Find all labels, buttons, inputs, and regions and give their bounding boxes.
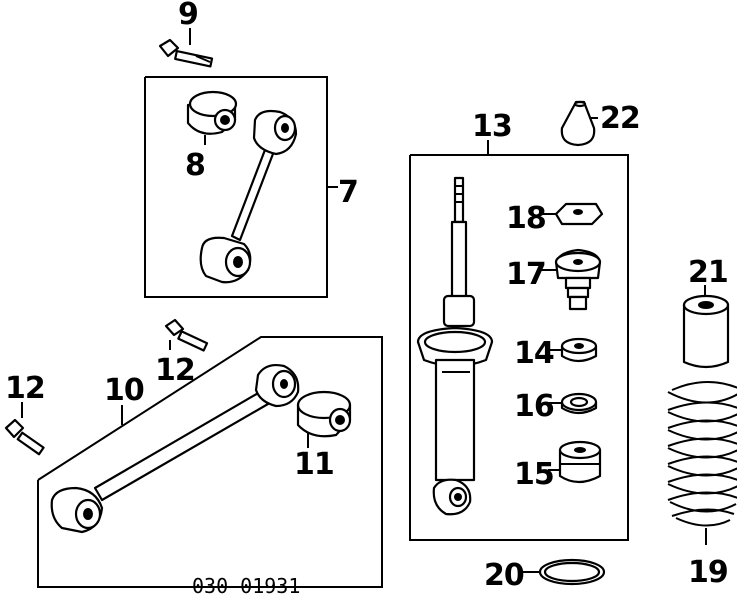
callout-12-left: 12 [5,371,45,406]
callout-11: 11 [294,447,334,482]
callout-21: 21 [688,255,728,290]
callout-12-upper: 12 [155,353,195,388]
callout-18: 18 [506,201,546,236]
callout-20: 20 [484,558,524,593]
part-16-washer [548,392,598,415]
group-7-frame [144,76,338,298]
callout-19: 19 [688,555,728,590]
callout-15: 15 [514,457,554,492]
part-7-upper-link [199,109,298,284]
part-17-bump-stop [540,248,602,311]
callout-14: 14 [514,336,554,371]
callout-10: 10 [104,373,144,408]
group-13-frame [409,140,629,541]
part-22-cap [560,100,598,147]
part-10-lower-arm [50,363,300,534]
part-14-bushing [548,337,598,363]
callout-9: 9 [178,0,198,32]
part-15-bushing [548,440,602,484]
part-13-shock-absorber [416,176,494,516]
part-12-bolt-upper [164,318,209,352]
callout-13: 13 [472,109,512,144]
callout-16: 16 [514,389,554,424]
part-19-coil-spring [667,380,737,545]
figure-code: 030-01931 [192,574,300,598]
part-8-bushing [186,90,238,145]
callout-22: 22 [600,101,640,136]
part-9-bolt [158,28,214,68]
callout-7: 7 [338,175,358,210]
part-11-bushing [296,390,352,448]
part-12-bolt-left [4,402,45,456]
part-20-ring [518,558,606,586]
group-10-frame [37,336,383,588]
callout-8: 8 [185,148,205,183]
callout-17: 17 [506,257,546,292]
part-21-spring-seat [682,285,730,369]
part-18-plate [540,202,604,226]
